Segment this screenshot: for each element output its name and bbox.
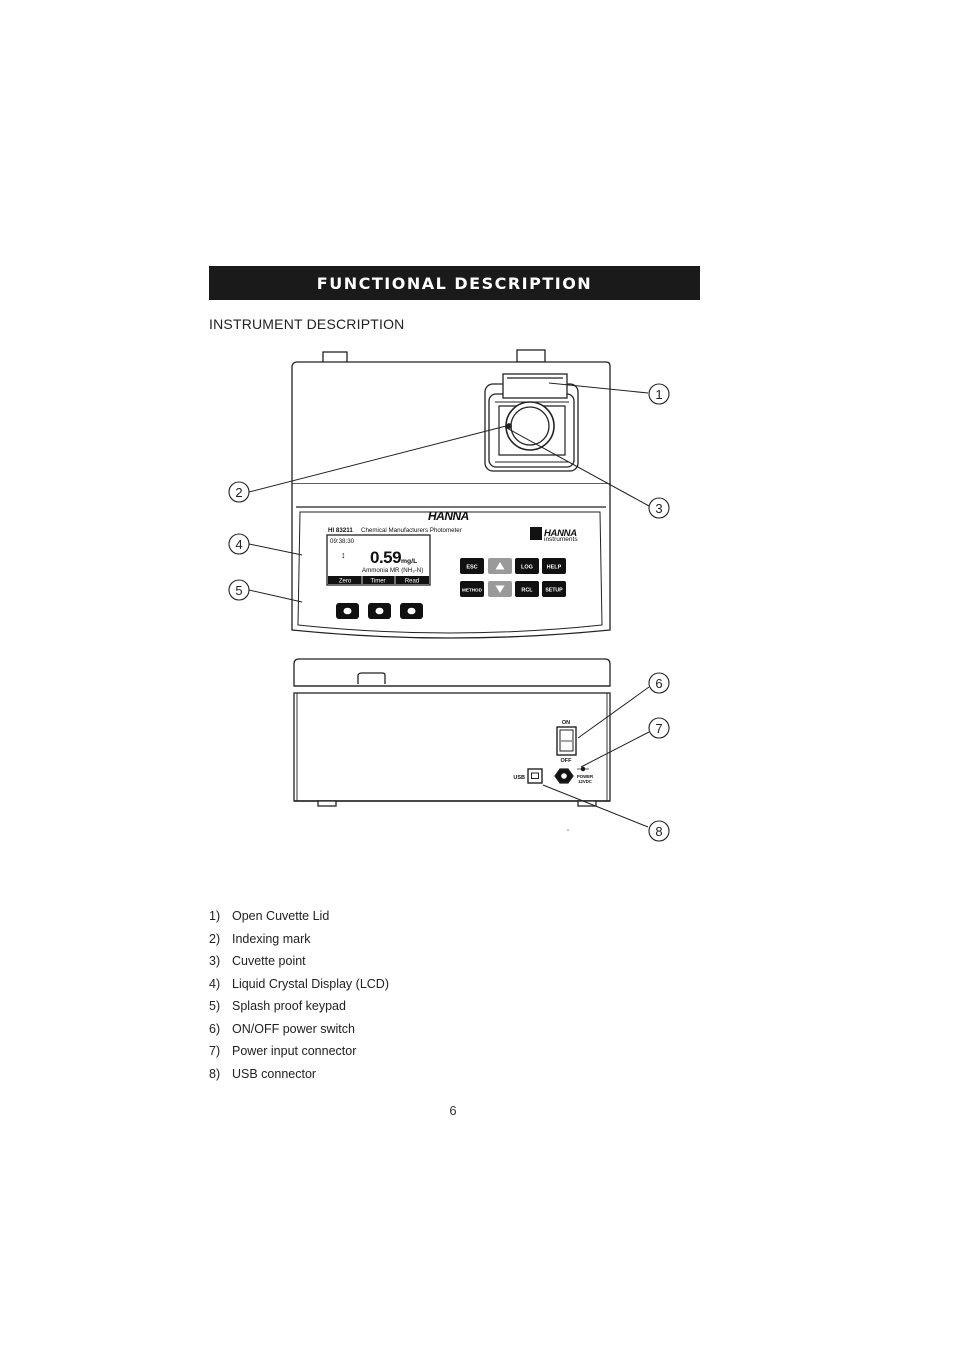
- rear-knob: [357, 672, 386, 684]
- esc-button[interactable]: [460, 558, 484, 574]
- section-header: FUNCTIONAL DESCRIPTION: [209, 266, 700, 300]
- log-button[interactable]: [515, 558, 539, 574]
- callout-8: [648, 820, 670, 842]
- lcd-display: 09:38:30 ↕ 0.59 mg/L Ammonia MR (NH₃-N) …: [326, 534, 431, 586]
- legend-item: 2)Indexing mark: [209, 931, 311, 946]
- logo-brand: HANNA: [544, 528, 577, 539]
- setup-label: SETUP: [545, 588, 563, 594]
- callout-3-label: 3: [655, 501, 662, 516]
- callout-7: [648, 717, 670, 739]
- power-input-connector[interactable]: [554, 768, 574, 784]
- lcd-unit: mg/L: [401, 558, 417, 565]
- callout-2-label: 2: [235, 485, 242, 500]
- power-voltage-label: 12VDC: [578, 779, 592, 784]
- usb-label: USB: [513, 775, 525, 781]
- softkey-buttons: [336, 603, 423, 619]
- switch-off-label: OFF: [561, 758, 573, 764]
- esc-label: ESC: [466, 565, 477, 571]
- indexing-mark: [506, 423, 512, 429]
- model-number: HI 83211: [328, 527, 353, 534]
- legend-item: 7)Power input connector: [209, 1044, 357, 1059]
- parts-legend: 1)Open Cuvette Lid 2)Indexing mark 3)Cuv…: [209, 905, 389, 1085]
- legend-item: 3)Cuvette point: [209, 954, 306, 969]
- callout-5-label: 5: [235, 583, 242, 598]
- up-arrow-icon: [495, 562, 505, 570]
- callout-markers: 1 2 3 4 5 6 7 8: [228, 383, 670, 842]
- down-arrow-icon: [495, 585, 505, 593]
- cuvette-inner: [510, 406, 550, 446]
- method-button[interactable]: [460, 581, 484, 597]
- legend-item: 5)Splash proof keypad: [209, 999, 346, 1014]
- help-label: HELP: [547, 565, 562, 571]
- legend-item: 6)ON/OFF power switch: [209, 1021, 355, 1036]
- subsection-title: INSTRUMENT DESCRIPTION: [209, 316, 405, 332]
- rear-view: [293, 658, 611, 807]
- log-label: LOG: [521, 565, 533, 571]
- power-label: POWER: [577, 774, 594, 779]
- softkey-label-zero: Zero: [339, 579, 352, 585]
- callout-7-label: 7: [655, 721, 662, 736]
- callout-8-label: 8: [655, 824, 662, 839]
- keypad: ESC LOG HELP METHOD RCL SETUP: [460, 558, 566, 597]
- callout-3: [648, 497, 670, 519]
- callout-4: [228, 533, 250, 555]
- front-panel: [291, 484, 611, 639]
- callout-6: [648, 672, 670, 694]
- switch-on-label: ON: [562, 720, 570, 726]
- rcl-button[interactable]: [515, 581, 539, 597]
- softkey-label-timer: Timer: [370, 579, 385, 585]
- front-brand-logo: HANNA: [428, 509, 469, 523]
- method-label: METHOD: [462, 588, 483, 593]
- top-knob-right: [516, 349, 546, 363]
- model-description: Chemical Manufacturers Photometer: [361, 527, 462, 534]
- callout-1-label: 1: [655, 387, 662, 402]
- section-title: FUNCTIONAL DESCRIPTION: [316, 273, 593, 293]
- lcd-reading: 0.59: [370, 548, 401, 567]
- callout-6-label: 6: [655, 676, 662, 691]
- updown-arrow-icon: ↕: [341, 550, 346, 560]
- help-button[interactable]: [542, 558, 566, 574]
- lcd-method: Ammonia MR (NH₃-N): [362, 567, 423, 574]
- callout-4-label: 4: [235, 537, 242, 552]
- hanna-instruments-logo: HANNA instruments: [530, 527, 578, 543]
- legend-item: 4)Liquid Crystal Display (LCD): [209, 976, 389, 991]
- callout-1: [648, 383, 670, 405]
- legend-item: 8)USB connector: [209, 1066, 317, 1081]
- page-number: 6: [449, 1103, 457, 1118]
- lcd-time: 09:38:30: [330, 538, 355, 545]
- setup-button[interactable]: [542, 581, 566, 597]
- callout-2: [228, 481, 250, 503]
- callout-leaders: [248, 382, 650, 828]
- rcl-label: RCL: [521, 588, 533, 594]
- softkey-label-read: Read: [405, 579, 419, 585]
- front-view: [291, 349, 611, 639]
- callout-5: [228, 579, 250, 601]
- logo-sub: instruments: [544, 536, 578, 543]
- legend-item: 1)Open Cuvette Lid: [209, 909, 330, 924]
